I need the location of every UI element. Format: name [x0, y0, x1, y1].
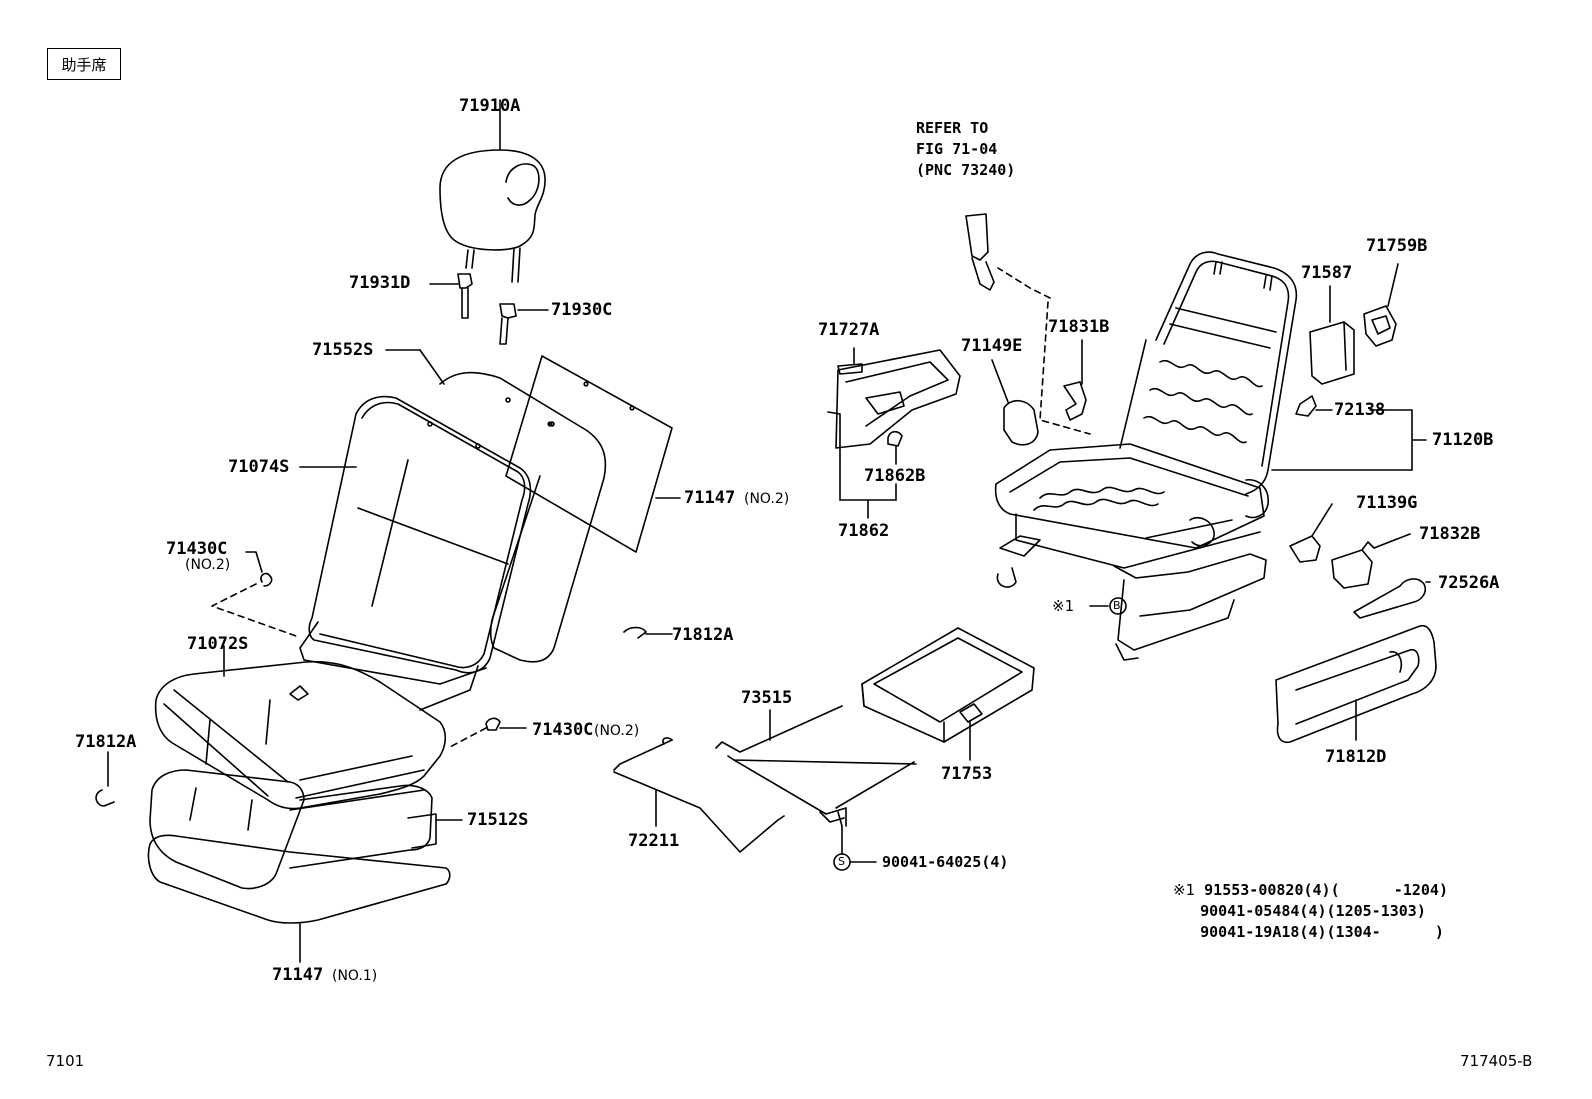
part-71430C-upper-note: (NO.2) [185, 557, 231, 573]
note-line-2: 90041-05484(4)(1205-1303) [1200, 902, 1426, 920]
headrest-drawing [439, 99, 546, 283]
refer-line-3: (PNC 73240) [916, 161, 1016, 179]
part-71862: 71862 [838, 521, 890, 541]
part-71862B: 71862B [864, 466, 926, 486]
part-71930C: 71930C [551, 300, 613, 320]
refer-line-1: REFER TO [916, 119, 989, 137]
part-71147-no2: 71147 [684, 488, 736, 508]
part-71147-no1: 71147 [272, 965, 324, 985]
seatback-pad-drawing [385, 349, 607, 663]
dashed-leaders [211, 267, 1091, 749]
cover-cap-drawing [991, 359, 1039, 446]
part-72211: 72211 [628, 831, 680, 851]
footer-left-code: 7101 [46, 1052, 85, 1070]
side-cover-drawing [1275, 624, 1437, 744]
part-71072S: 71072S [187, 634, 249, 654]
note-mark: ※1 [1173, 881, 1196, 899]
part-71910A: 71910A [459, 96, 521, 116]
refer-line-2: FIG 71-04 [916, 140, 998, 158]
part-71120B: 71120B [1432, 430, 1494, 450]
side-shield-drawing [827, 347, 961, 519]
part-72138: 72138 [1334, 400, 1386, 420]
part-71147-no1-note: (NO.1) [332, 968, 378, 984]
wire-harness-drawing [715, 705, 917, 871]
back-board-drawing [505, 355, 681, 553]
part-71727A: 71727A [818, 320, 880, 340]
part-71430C-upper: 71430C [166, 539, 228, 559]
seatback-cover-drawing [299, 395, 532, 711]
part-71587: 71587 [1301, 263, 1353, 283]
part-71430C-lower-note: (NO.2) [594, 723, 640, 739]
cushion-board-drawing [147, 834, 451, 963]
seat-position-label: 助手席 [47, 48, 121, 80]
part-71552S: 71552S [312, 340, 374, 360]
cover-bracket-drawing [1331, 533, 1411, 589]
bracket-drawing [1289, 503, 1333, 563]
part-71074S: 71074S [228, 457, 290, 477]
circle-b-letter: B [1113, 599, 1121, 612]
lever-knob-drawing [1353, 578, 1431, 619]
part-71512S: 71512S [467, 810, 529, 830]
seat-cushion-cover-drawing [154, 645, 447, 811]
part-71812D: 71812D [1325, 747, 1387, 767]
part-73515: 73515 [741, 688, 793, 708]
circle-s-letter: S [838, 855, 845, 868]
part-90041-64025: 90041-64025(4) [882, 853, 1009, 871]
headrest-guides-drawing [429, 273, 549, 345]
rod-drawing [613, 737, 785, 853]
note-line-1: 91553-00820(4)( -1204) [1204, 881, 1448, 899]
seat-frame-drawing [994, 251, 1427, 661]
part-71832B: 71832B [1419, 524, 1481, 544]
seat-belt-buckle-drawing [965, 213, 995, 291]
part-72526A: 72526A [1438, 573, 1500, 593]
ref-mark: ※1 [1052, 597, 1075, 615]
part-71931D: 71931D [349, 273, 411, 293]
frame-clip-drawing [1295, 395, 1333, 417]
part-71147-no2-note: (NO.2) [744, 491, 790, 507]
footer-right-code: 717405-B [1460, 1052, 1533, 1070]
part-71831B: 71831B [1048, 317, 1110, 337]
tray-drawing [861, 627, 1035, 761]
part-71759B: 71759B [1366, 236, 1428, 256]
part-71139G: 71139G [1356, 493, 1418, 513]
part-71812A-left: 71812A [75, 732, 137, 752]
cover-clip-drawing [1063, 339, 1087, 421]
fastener-notes: ※1 91553-00820(4)( -1204) 90041-05484(4)… [1173, 880, 1448, 943]
part-71430C-lower: 71430C [532, 720, 594, 740]
note-line-3: 90041-19A18(4)(1304- ) [1200, 923, 1444, 941]
frame-covers-drawing [1309, 263, 1399, 385]
clips-drawing [95, 551, 673, 807]
part-71753: 71753 [941, 764, 993, 784]
part-71149E: 71149E [961, 336, 1023, 356]
seat-cushion-pad-drawing [149, 769, 463, 890]
part-71812A-mid: 71812A [672, 625, 734, 645]
